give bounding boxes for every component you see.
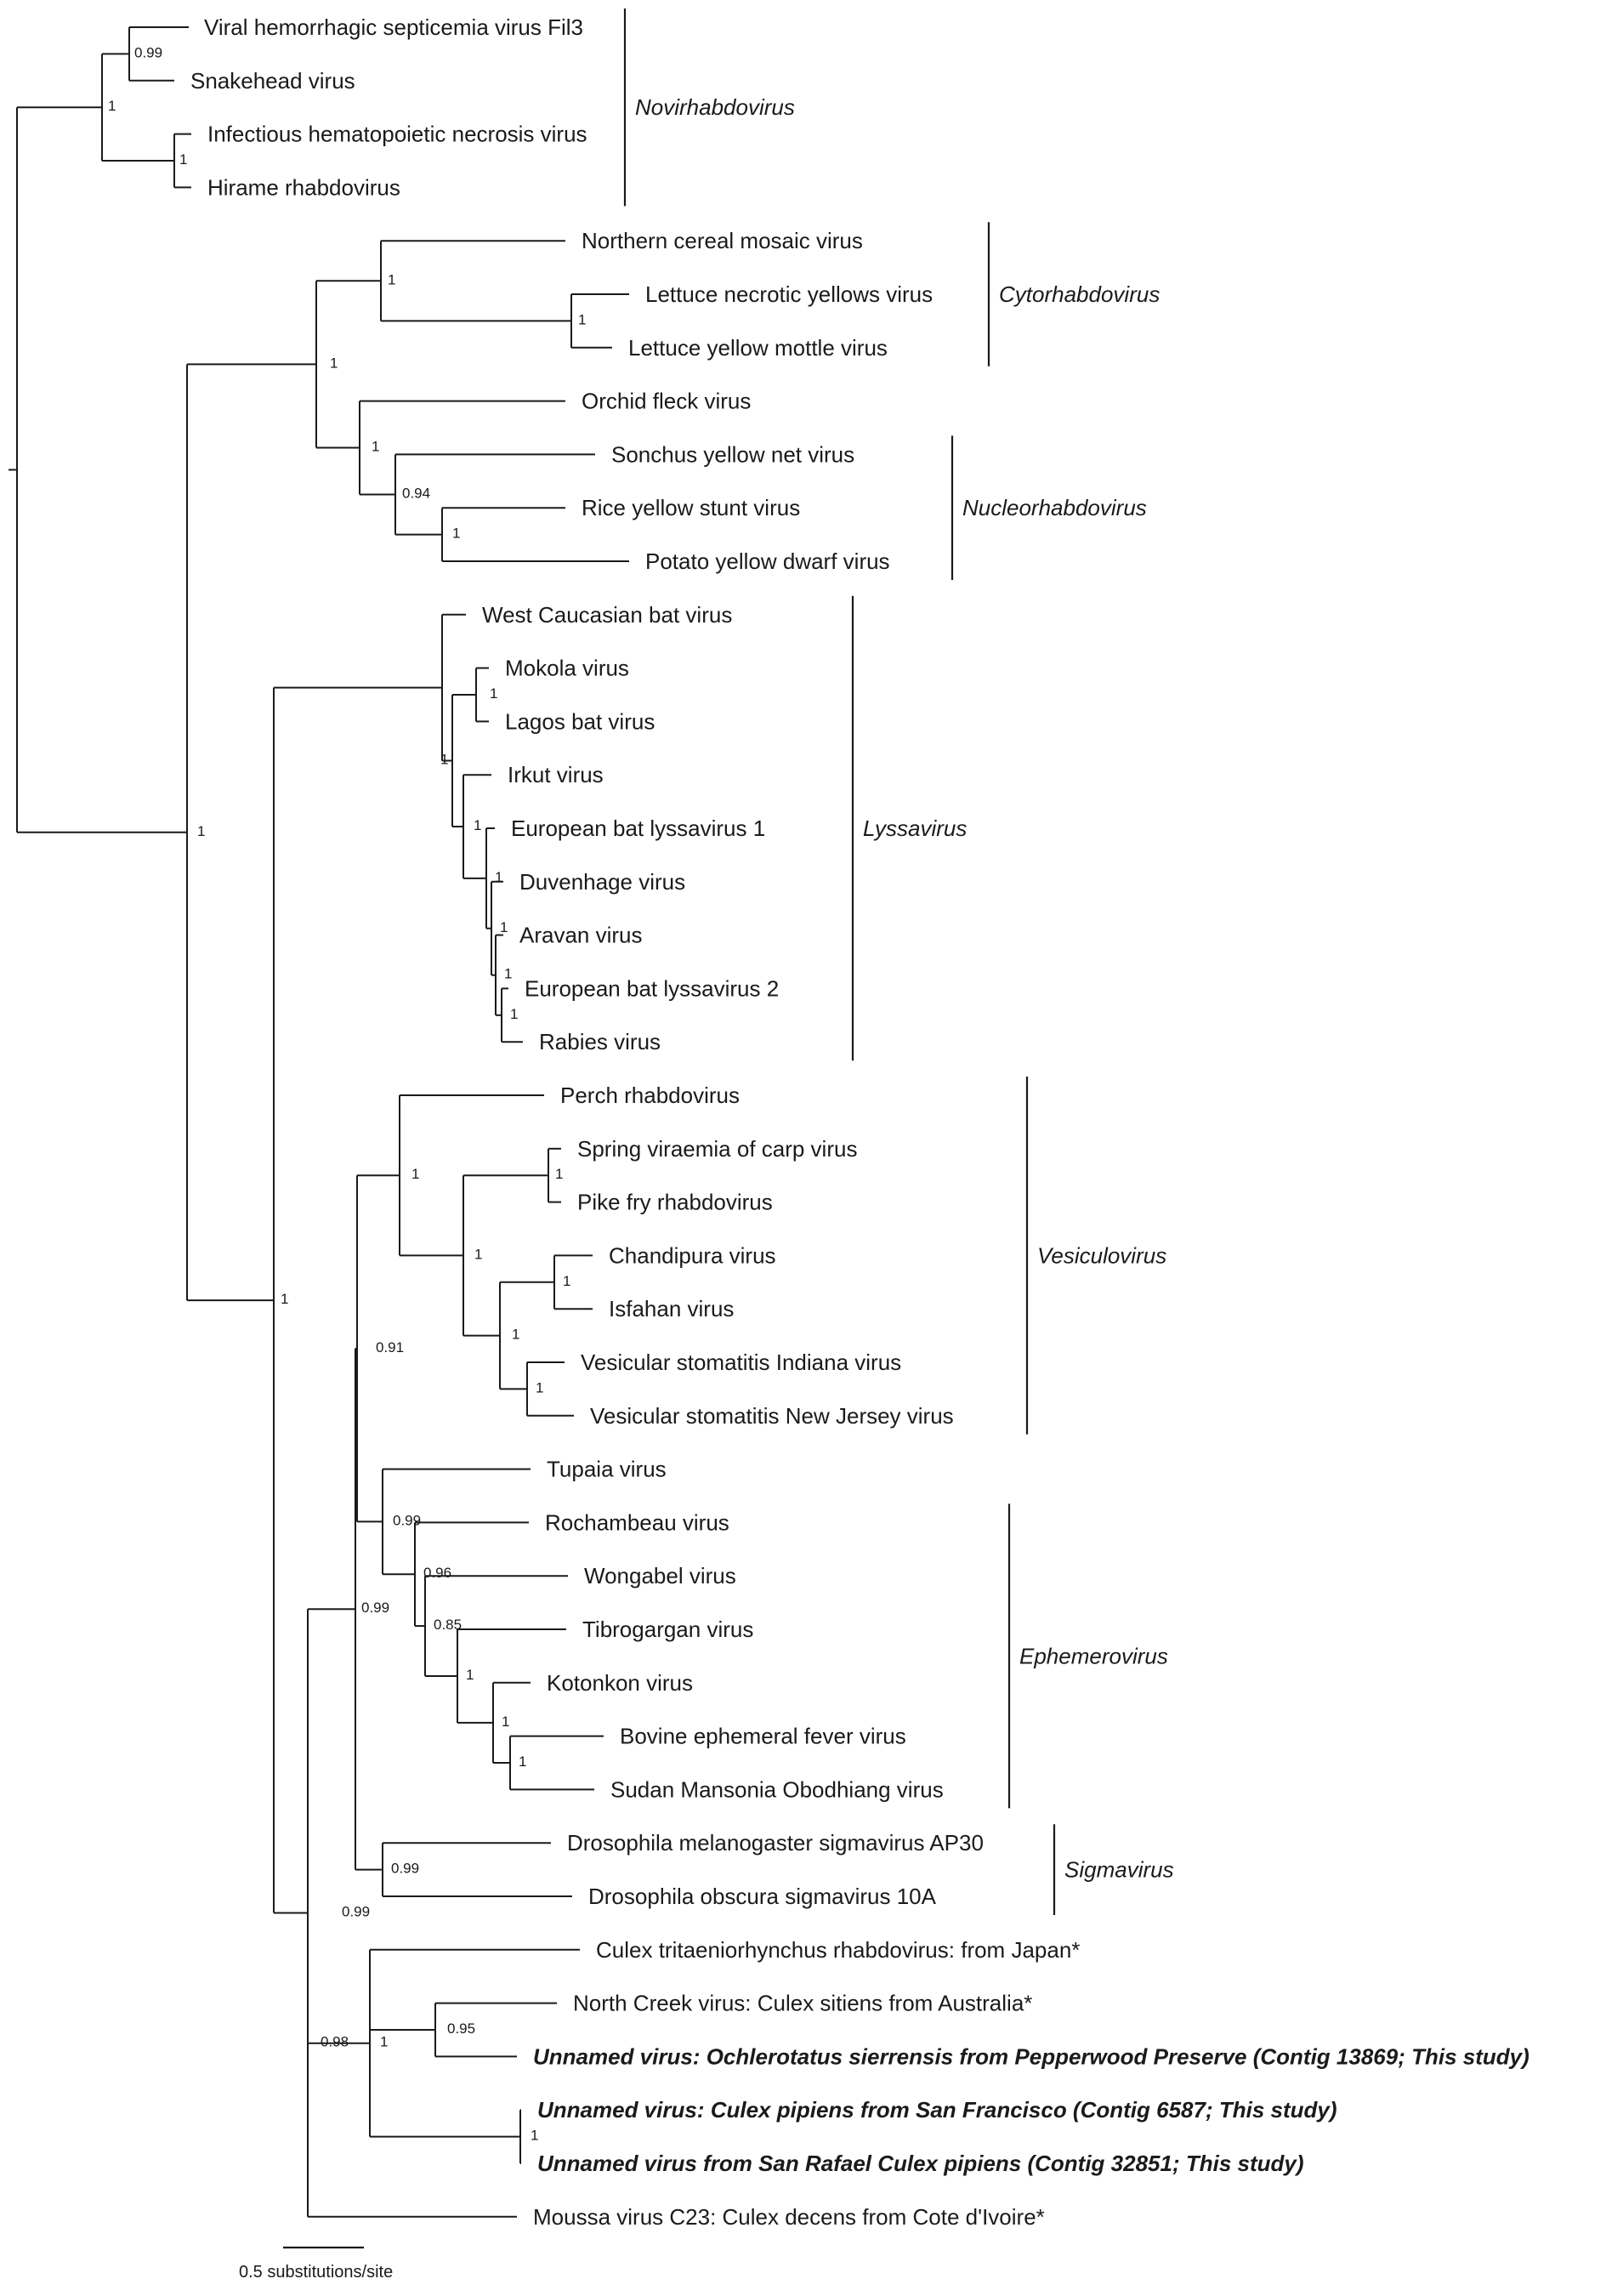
taxon-label: European bat lyssavirus 1 [511, 816, 765, 841]
taxon-label: Moussa virus C23: Culex decens from Cote… [533, 2204, 1045, 2230]
taxon-label: Infectious hematopoietic necrosis virus [207, 122, 587, 147]
support-value-n_ofv_nucleo: 1 [372, 439, 379, 455]
support-value-n_vesi_ephem: 0.91 [376, 1339, 404, 1355]
taxon-label: Unnamed virus from San Rafael Culex pipi… [537, 2151, 1304, 2176]
taxon-label: Potato yellow dwarf virus [645, 548, 890, 574]
support-value-n_sf_sr: 1 [531, 2128, 538, 2144]
support-value-n_eblv2_rabies: 1 [510, 1006, 518, 1022]
taxon-label: Wongabel virus [584, 1563, 736, 1588]
support-value-n_mosq_all: 0.98 [321, 2034, 349, 2050]
support-value-n_plant: 1 [330, 355, 338, 371]
taxon-label: European bat lyssavirus 2 [525, 975, 779, 1001]
clade-label-cytorhabdovirus: Cytorhabdovirus [999, 281, 1160, 307]
support-value-n_novi: 1 [108, 98, 116, 114]
clade-label-vesiculovirus: Vesiculovirus [1037, 1242, 1166, 1268]
taxon-label: Hirame rhabdovirus [207, 174, 400, 200]
support-value-n_nucleo: 0.94 [402, 486, 430, 502]
taxon-label: West Caucasian bat virus [482, 602, 732, 628]
support-value-n_cyto: 1 [388, 271, 395, 287]
support-value-n_kot: 1 [502, 1713, 509, 1730]
support-value-n_tib: 1 [466, 1667, 474, 1683]
taxon-label: Kotonkon virus [547, 1670, 693, 1696]
tree-branches [9, 26, 629, 2218]
clade-label-lyssavirus: Lyssavirus [863, 816, 967, 841]
support-value-n_sigma: 0.99 [391, 1861, 419, 1877]
taxon-label: Rochambeau virus [545, 1509, 729, 1535]
support-value-n_nc_ochl: 0.95 [447, 2020, 475, 2037]
taxon-label: Northern cereal mosaic virus [582, 228, 863, 253]
support-value-n_vesi: 1 [411, 1166, 419, 1182]
taxon-label: Lagos bat virus [505, 708, 655, 734]
support-value-n_lettuce: 1 [578, 311, 586, 327]
taxon-label: Culex tritaeniorhynchus rhabdovirus: fro… [596, 1937, 1080, 1963]
taxon-label: Vesicular stomatitis New Jersey virus [590, 1403, 954, 1429]
taxon-label: Orchid fleck virus [582, 389, 751, 414]
taxon-label: Mokola virus [505, 656, 629, 681]
taxon-label: Lettuce necrotic yellows virus [645, 281, 933, 307]
support-value-n_befv_sudan: 1 [519, 1753, 526, 1770]
clade-brackets: NovirhabdovirusCytorhabdovirusNucleorhab… [623, 9, 1174, 1915]
support-value-n_ephem: 0.99 [393, 1512, 421, 1528]
taxon-label: Duvenhage virus [519, 869, 685, 895]
taxon-label: Isfahan virus [609, 1296, 734, 1321]
support-value-n_mosq: 1 [380, 2034, 388, 2050]
support-value-n_ves_eph_sig: 0.99 [361, 1600, 389, 1616]
scale-bar-label: 0.5 substitutions/site [239, 2263, 393, 2282]
support-value-n_vesi_inner: 1 [512, 1327, 519, 1343]
support-value-n_mokola_lagos: 1 [490, 685, 497, 702]
clade-label-nucleorhabdovirus: Nucleorhabdovirus [962, 495, 1147, 520]
taxon-label: Bovine ephemeral fever virus [620, 1724, 906, 1749]
taxon-label: Rabies virus [539, 1029, 661, 1054]
support-value-n_lys_b: 1 [474, 817, 481, 833]
taxon-label: Tupaia virus [547, 1457, 667, 1482]
taxon-label: Viral hemorrhagic septicemia virus Fil3 [204, 14, 583, 40]
clade-label-sigmavirus: Sigmavirus [1064, 1857, 1174, 1883]
taxon-label: North Creek virus: Culex sitiens from Au… [573, 1991, 1032, 2016]
taxon-label: Pike fry rhabdovirus [577, 1190, 773, 1215]
support-value-n_lys_c: 1 [495, 869, 502, 885]
taxon-label: Aravan virus [519, 923, 643, 948]
support-value-n_vesi_core: 1 [474, 1246, 482, 1262]
taxon-label: Chandipura virus [609, 1242, 776, 1268]
support-value-n_lys_e: 1 [504, 966, 512, 982]
taxon-label: Unnamed virus: Ochlerotatus sierrensis f… [533, 2043, 1529, 2069]
taxon-label: Tibrogargan virus [582, 1617, 753, 1642]
scale-bar: 0.5 substitutions/site [239, 2246, 393, 2282]
support-value-n_rysv_pydv: 1 [452, 526, 460, 542]
clade-label-ephemerovirus: Ephemerovirus [1019, 1643, 1168, 1668]
clade-label-novirhabdovirus: Novirhabdovirus [635, 94, 795, 120]
support-value-n_lys_a: 1 [440, 752, 448, 768]
taxon-label: Perch rhabdovirus [560, 1083, 740, 1108]
taxon-label: Unnamed virus: Culex pipiens from San Fr… [537, 2097, 1337, 2123]
support-value-n_vhsv_snake: 0.99 [134, 44, 162, 60]
taxon-label: Rice yellow stunt virus [582, 495, 800, 520]
support-value-n_dimarhabdo: 0.99 [342, 1904, 370, 1920]
taxon-label: Lettuce yellow mottle virus [628, 335, 888, 361]
support-value-n_lys_d: 1 [500, 919, 508, 935]
taxon-label: Vesicular stomatitis Indiana virus [581, 1350, 901, 1375]
taxon-label: Irkut virus [508, 762, 604, 787]
support-value-n_lys_dima: 1 [281, 1291, 288, 1307]
support-value-n_ihnv_hirame: 1 [179, 151, 187, 168]
support-value-n_vsv: 1 [536, 1379, 543, 1395]
support-value-n_chand_isf: 1 [563, 1273, 570, 1289]
support-value-n_svcv_pike: 1 [555, 1166, 563, 1182]
support-values: 0.99 1 1 1 1 1 0.94 1 1 1 1 1 1 1 1 1 1 1 1 1 1 1 1 1 1 0.85 0.96 0… [108, 44, 586, 2143]
taxon-label: Drosophila obscura sigmavirus 10A [588, 1884, 937, 1909]
support-value-n_wong: 0.85 [434, 1617, 462, 1633]
taxon-labels: Viral hemorrhagic septicemia virus Fil3S… [190, 14, 1529, 2230]
taxon-label: Drosophila melanogaster sigmavirus AP30 [567, 1830, 984, 1856]
taxon-label: Sudan Mansonia Obodhiang virus [610, 1776, 944, 1802]
support-value-n_animal: 1 [197, 823, 205, 839]
taxon-label: Sonchus yellow net virus [611, 441, 854, 467]
taxon-label: Spring viraemia of carp virus [577, 1136, 857, 1162]
taxon-label: Snakehead virus [190, 68, 355, 94]
support-value-n_roch: 0.96 [423, 1565, 451, 1581]
